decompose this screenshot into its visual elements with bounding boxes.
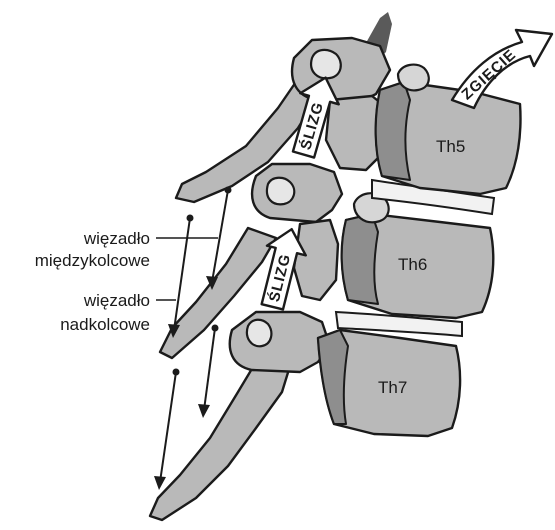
facet-th6 — [267, 178, 294, 205]
flexion-arrow: ZGIĘCIE — [452, 30, 552, 108]
facet-th7 — [247, 320, 271, 347]
pedicle-th6 — [294, 220, 338, 300]
vertebra-th7: Th7 — [150, 312, 460, 520]
facet-th5 — [311, 50, 341, 78]
interspinous-ligament-th6-th7 — [204, 328, 215, 410]
vertebra-label-th6: Th6 — [398, 255, 427, 274]
label-interspinous-line1: więzadło — [83, 229, 150, 248]
label-supraspinous-line1: więzadło — [83, 291, 150, 310]
arch-th7 — [230, 312, 330, 372]
ligament-dot — [187, 215, 194, 222]
ligament-arrowhead — [154, 476, 166, 490]
arch-th6 — [252, 164, 342, 222]
vertebra-label-th5: Th5 — [436, 137, 465, 156]
ligament-dot — [173, 369, 180, 376]
ligament-dot — [212, 325, 219, 332]
vertebra-label-th7: Th7 — [378, 378, 407, 397]
body-shade-th7 — [318, 330, 348, 424]
supraspinous-ligament-th6-th7 — [160, 372, 176, 482]
body-shade-th6 — [342, 214, 378, 304]
label-supraspinous-line2: nadkolcowe — [60, 315, 150, 334]
body-shade-th5 — [376, 82, 410, 180]
ligament-dot — [225, 187, 232, 194]
ligament-arrowhead — [198, 404, 210, 418]
transverse-process-th5 — [398, 65, 429, 91]
spinous-process-th7 — [150, 352, 290, 520]
label-interspinous-line2: międzykolcowe — [35, 251, 150, 270]
